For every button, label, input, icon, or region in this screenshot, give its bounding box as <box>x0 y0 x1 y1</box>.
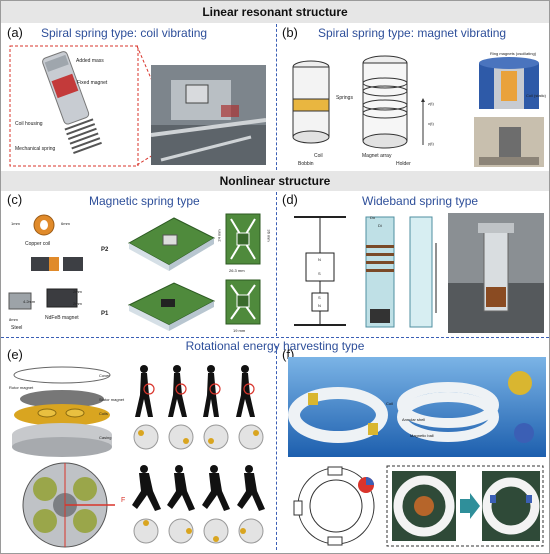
label-ndfeb: NdFeB magnet <box>45 315 79 321</box>
panel-e: (e) Cover Rotor magnet Stator magnet Coi… <box>1 345 273 551</box>
separator-a-b <box>276 24 277 170</box>
wideband-schematic <box>294 216 346 326</box>
panel-label-e: (e) <box>7 347 23 362</box>
walking-rotor-states <box>133 424 264 450</box>
axis-arrows <box>421 98 425 145</box>
axis-y: y(t) <box>428 141 434 146</box>
tube-cross-section <box>365 216 395 328</box>
panel-b: (b) Spiral spring type: magnet vibrating… <box>278 23 549 171</box>
dim-8mm: 8mm <box>9 317 18 322</box>
label-fixed-magnet: Fixed magnet <box>77 80 108 86</box>
panel-title-c: Magnetic spring type <box>89 194 200 208</box>
label-ring-magnets: Ring magnets (oscillating) <box>490 51 537 56</box>
dim-4-2mm: 4.2mm <box>23 299 36 304</box>
dim-2mm-b: 2mm <box>73 301 82 306</box>
label-force-f: F <box>121 497 126 504</box>
zoom-connector <box>136 45 154 166</box>
dim-di: Di <box>378 223 382 228</box>
magnet-array-drawing <box>362 55 408 149</box>
section-title-nonlinear: Nonlinear structure <box>219 174 331 188</box>
panel-label-b: (b) <box>282 25 298 40</box>
section-band-linear: Linear resonant structure <box>1 1 549 23</box>
bobbin-drawing <box>292 60 330 144</box>
dim-do: Do <box>370 215 376 220</box>
running-gait-figures <box>132 465 265 511</box>
pole-n-top: N <box>318 257 321 262</box>
tube-dimension-view <box>409 216 437 328</box>
p1-structure <box>127 282 216 331</box>
section-title-rotational: Rotational energy harvesting type <box>185 339 365 353</box>
label-coil: Coil <box>314 153 323 159</box>
section-band-rotational: Rotational energy harvesting type <box>1 337 549 355</box>
label-magnetic-ball: Magnetic ball <box>410 433 434 438</box>
prototype-photo <box>474 117 544 167</box>
coil-harvester-exploded-view <box>9 45 139 167</box>
label-holder: Holder <box>396 161 411 167</box>
label-added-mass: Added mass <box>76 58 104 64</box>
dim-6mm: 6mm <box>61 221 70 226</box>
label-casing: Casing <box>99 435 112 440</box>
rotor-exploded-view <box>12 366 112 457</box>
panel-label-a: (a) <box>7 25 23 40</box>
label-coil-f: Coil <box>386 401 393 406</box>
section-title-linear: Linear resonant structure <box>202 5 348 19</box>
label-bobbin: Bobbin <box>298 161 314 167</box>
dim-1mm: 1mm <box>11 221 20 226</box>
dim-2mm-a: 2mm <box>73 289 82 294</box>
separator-e-f <box>276 346 277 550</box>
dim-24mm: 24 mm <box>216 229 222 242</box>
panel-label-d: (d) <box>282 192 298 207</box>
ring-magnet-cutaway <box>479 57 539 109</box>
label-cover: Cover <box>99 373 110 378</box>
label-magnet-array: Magnet array <box>362 153 392 159</box>
running-rotor-states <box>133 518 264 544</box>
p2-top-view <box>225 213 261 265</box>
magnet-block-pair <box>31 257 83 271</box>
panel-f: (f) Coil Annular shell Magnetic ball <box>278 345 549 551</box>
dim-19mm: 19 mm <box>233 328 246 333</box>
label-p1: P1 <box>101 311 109 317</box>
installation-photo <box>151 65 266 165</box>
label-springs: Springs <box>336 95 353 101</box>
label-steel: Steel <box>11 325 23 331</box>
axis-x: x(t) <box>428 121 434 126</box>
section-band-nonlinear: Nonlinear structure <box>1 171 549 191</box>
label-p2: P2 <box>101 247 109 253</box>
p1-top-view <box>225 279 261 325</box>
separator-row2-row3 <box>1 337 549 338</box>
label-coil-static: Coil (static) <box>526 93 547 98</box>
wideband-prototype-photo <box>448 213 544 333</box>
annular-harvester-render <box>288 357 546 457</box>
dim-36mm: 36 mm <box>266 229 272 242</box>
dim-26-3mm: 26.3 mm <box>229 268 245 273</box>
panel-label-c: (c) <box>7 192 23 207</box>
label-annular-shell: Annular shell <box>402 417 426 422</box>
pole-s-top: S <box>318 271 321 276</box>
separator-c-d <box>276 192 277 336</box>
panel-title-d: Wideband spring type <box>362 194 479 208</box>
label-stator-magnet: Stator magnet <box>99 397 125 402</box>
copper-coil-drawing <box>33 214 55 236</box>
panel-a: (a) Spiral spring type: coil vibrating A… <box>1 23 273 171</box>
label-coils: Coils <box>99 411 108 416</box>
pole-n-bottom: N <box>318 303 321 308</box>
ring-schematic <box>293 466 375 546</box>
steel-ndfeb-blocks <box>8 288 78 310</box>
ring-prototype-photos <box>386 465 544 547</box>
label-rotor-magnet: Rotor magnet <box>9 385 34 390</box>
label-coil-housing: Coil housing <box>15 121 43 127</box>
panel-title-a: Spiral spring type: coil vibrating <box>41 26 208 40</box>
rotor-top-view <box>22 462 115 548</box>
panel-title-b: Spiral spring type: magnet vibrating <box>318 26 507 40</box>
axis-z: z(t) <box>428 101 434 106</box>
panel-d: (d) Wideband spring type N S S N Do Di <box>278 191 549 337</box>
panel-c: (c) Magnetic spring type 1mm 6mm Copper … <box>1 191 273 337</box>
pole-s-bottom: S <box>318 295 321 300</box>
walking-gait-figures <box>135 365 255 417</box>
p2-structure <box>127 217 216 271</box>
label-mechanical-spring: Mechanical spring <box>15 146 56 152</box>
label-copper-coil: Copper coil <box>25 241 51 247</box>
